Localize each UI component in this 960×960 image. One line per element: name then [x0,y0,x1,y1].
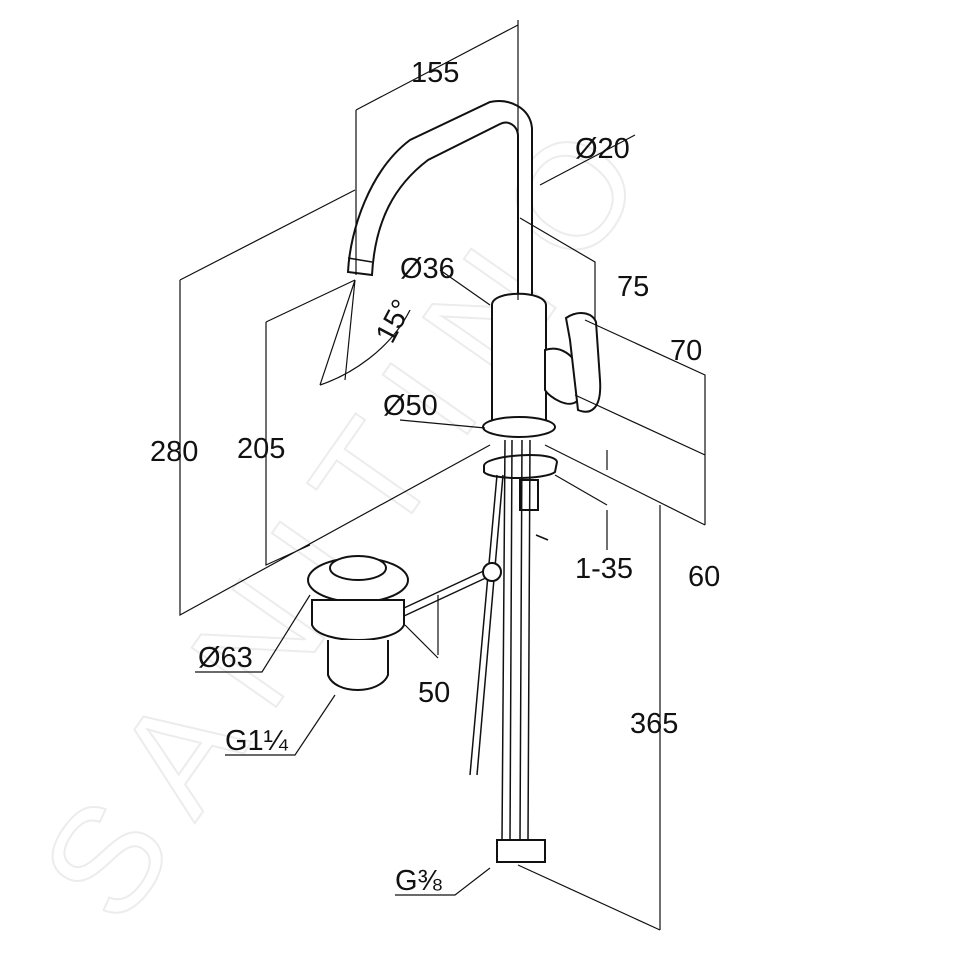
dim-hose-thread: G⅜ [395,865,443,897]
dim-lever-depth: 75 [617,271,649,303]
dim-base-offset: 60 [688,561,720,593]
dim-base-diameter: Ø50 [383,390,438,422]
faucet-body [482,292,602,511]
waste-valve [307,555,502,691]
dim-lever-height: 70 [670,335,702,367]
supply-hoses [469,439,549,863]
dim-waste-diameter: Ø63 [198,642,253,674]
svg-text:SANITINO: SANITINO [9,75,691,948]
dim-body-diameter: Ø36 [400,253,455,285]
dim-spout-diameter: Ø20 [575,133,630,165]
dim-waste-thread: G1¼ [225,725,289,757]
dim-deck-thickness: 1-35 [575,553,633,585]
dim-spout-reach: 155 [411,57,459,89]
dim-spout-height: 205 [237,433,285,465]
dim-waste-height: 50 [418,677,450,709]
dim-total-height: 280 [150,436,198,468]
watermark: SANITINO [8,74,692,949]
dim-hose-length: 365 [630,708,678,740]
dimension-lines [179,20,706,931]
